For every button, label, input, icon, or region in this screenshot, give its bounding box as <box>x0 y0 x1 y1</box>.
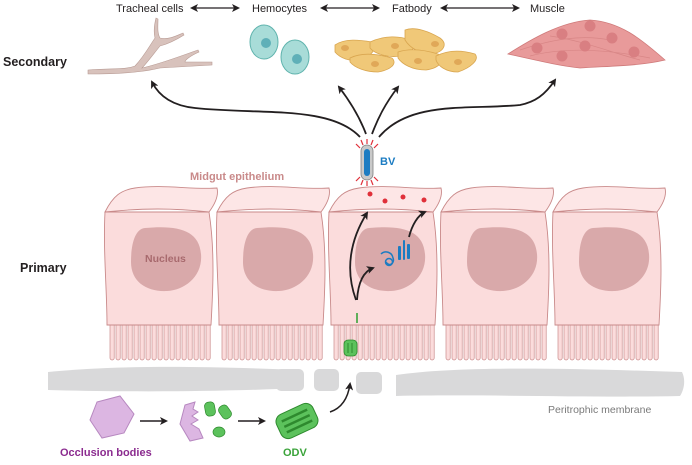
odv-icon <box>275 402 319 440</box>
midgut-epithelium-cells <box>103 186 666 361</box>
nucleocapsid-icon <box>380 251 395 267</box>
entry-arrow <box>329 382 354 413</box>
occlusion-bodies-label: Occlusion bodies <box>60 447 152 459</box>
tracheal-branch-icon <box>87 17 213 75</box>
epithelial-cell <box>551 186 666 361</box>
fatbody-cells-icon <box>334 28 477 73</box>
level-label-primary: Primary <box>20 261 67 275</box>
budded-virus-icon <box>355 139 379 186</box>
spread-arrows <box>151 78 557 138</box>
occlusion-body-icon <box>89 395 135 439</box>
tissue-label-muscle: Muscle <box>530 3 565 15</box>
epithelial-cell <box>439 186 554 361</box>
nucleus <box>579 227 650 292</box>
hemocyte-cells-icon <box>249 24 310 75</box>
peritrophic-membrane <box>48 366 685 397</box>
epithelial-cell <box>215 186 330 361</box>
odv-fusion-icon <box>343 339 358 357</box>
bv-label: BV <box>380 156 396 168</box>
nucleus <box>467 227 538 292</box>
dissolving-occlusion-body-icon <box>179 401 232 442</box>
nucleus <box>243 227 314 292</box>
epithelial-cell <box>103 186 218 361</box>
viral-replication-icon <box>398 240 410 260</box>
infection-arrows <box>349 210 427 301</box>
midgut-epithelium-label: Midgut epithelium <box>190 171 284 183</box>
peritrophic-membrane-label: Peritrophic membrane <box>548 404 651 416</box>
tissue-label-hemocytes: Hemocytes <box>252 3 308 15</box>
budding-virions <box>367 191 427 204</box>
tissue-label-fatbody: Fatbody <box>392 3 432 15</box>
muscle-cells-icon <box>506 19 666 69</box>
level-label-secondary: Secondary <box>3 55 67 69</box>
nucleus <box>131 227 202 292</box>
odv-label: ODV <box>283 447 308 459</box>
epithelial-cell <box>327 186 442 361</box>
nucleus-label: Nucleus <box>145 253 186 265</box>
tissue-label-tracheal: Tracheal cells <box>116 3 184 15</box>
